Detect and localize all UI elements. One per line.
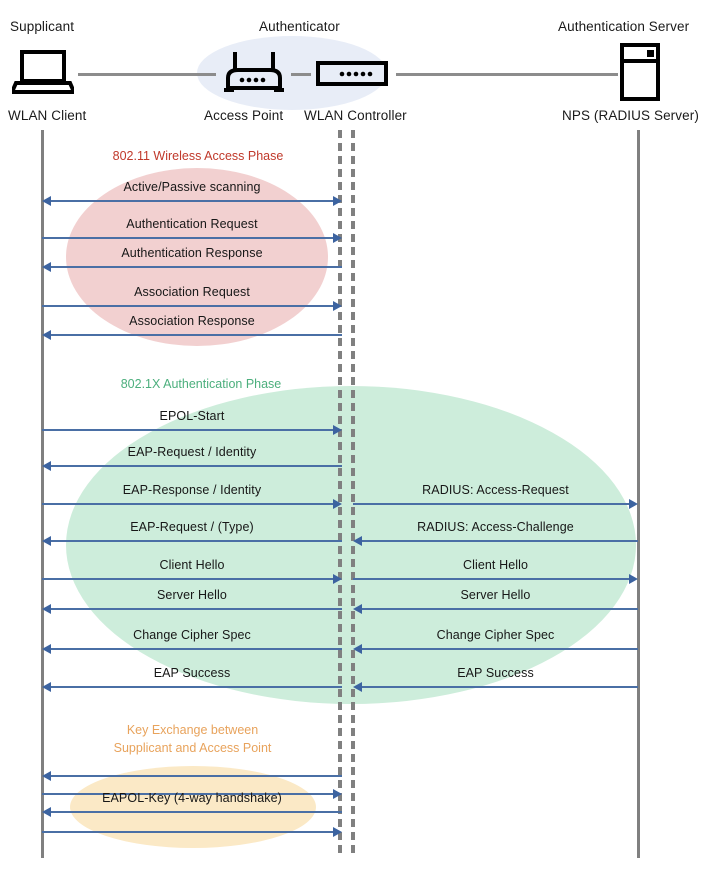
message-arrow-line (361, 540, 638, 542)
message-label: EAP-Response / Identity (122, 483, 262, 497)
message-label: Server Hello (157, 588, 227, 602)
message-label: Change Cipher Spec (436, 628, 555, 642)
phase-label-line: 802.11 Wireless Access Phase (112, 149, 284, 163)
message-arrowhead-right (333, 574, 342, 584)
message-arrow-line (50, 334, 342, 336)
message-label: EAP-Request / (Type) (130, 520, 254, 534)
message-label: RADIUS: Access-Challenge (417, 520, 574, 534)
message-label: Authentication Response (121, 246, 263, 260)
message-arrow-line (361, 648, 638, 650)
lifeline-authenticator-ap (338, 130, 342, 858)
message-label: EAP Success (153, 666, 231, 680)
message-arrow-line (50, 775, 342, 777)
message-arrow-line (42, 578, 334, 580)
actor-device-wlan-controller: WLAN Controller (304, 108, 407, 123)
message-arrow-line (353, 503, 630, 505)
message-arrow-line (50, 608, 342, 610)
phase-ellipse-key-exchange (70, 766, 316, 848)
message-arrow-line (50, 465, 342, 467)
message-label: EAPOL-Key (4-way handshake) (102, 791, 282, 805)
message-arrow-line (42, 831, 334, 833)
wireless-access-point-icon (216, 50, 292, 94)
message-arrowhead-left (42, 771, 51, 781)
actor-device-nps-radius-server: NPS (RADIUS Server) (562, 108, 699, 123)
message-arrowhead-left (42, 807, 51, 817)
wire-ap-to-controller (291, 73, 311, 76)
server-rack-icon (619, 43, 661, 101)
message-arrowhead-left (353, 604, 362, 614)
actor-device-wlan-client: WLAN Client (8, 108, 87, 123)
message-arrow-line (50, 811, 342, 813)
actor-role-supplicant: Supplicant (10, 19, 75, 34)
phase-label-key-exchange: Key Exchange between Supplicant and Acce… (85, 721, 300, 757)
message-arrowhead-right (629, 574, 638, 584)
actor-device-access-point: Access Point (204, 108, 284, 123)
message-arrowhead-right (333, 196, 342, 206)
message-arrowhead-right (629, 499, 638, 509)
message-arrow-line (50, 266, 342, 268)
message-arrowhead-right (333, 301, 342, 311)
message-label: Association Response (129, 314, 255, 328)
message-label: Client Hello (462, 558, 529, 572)
message-arrowhead-left (42, 461, 51, 471)
message-label: RADIUS: Access-Request (422, 483, 569, 497)
message-arrow-line (42, 237, 334, 239)
wire-client-to-ap (78, 73, 216, 76)
message-arrowhead-left (42, 682, 51, 692)
phase-label-line: Key Exchange between (126, 723, 259, 737)
message-arrow-line (353, 578, 630, 580)
message-label: Active/Passive scanning (123, 180, 261, 194)
message-arrowhead-right (333, 233, 342, 243)
message-arrowhead-left (42, 262, 51, 272)
message-arrowhead-left (353, 536, 362, 546)
laptop-icon (8, 50, 78, 94)
message-arrow-line (361, 608, 638, 610)
message-arrowhead-right (333, 789, 342, 799)
phase-ellipse-wireless-access (66, 168, 328, 346)
message-arrow-line (50, 200, 334, 202)
message-arrow-line (50, 540, 342, 542)
phase-label-wireless-access: 802.11 Wireless Access Phase (88, 147, 308, 165)
actor-role-auth-server: Authentication Server (558, 19, 690, 34)
phase-label-line: 802.1X Authentication Phase (120, 377, 282, 391)
message-arrowhead-right (333, 425, 342, 435)
message-arrow-line (42, 793, 334, 795)
message-label: Change Cipher Spec (133, 628, 251, 642)
message-arrow-line (42, 429, 334, 431)
lifeline-supplicant (41, 130, 44, 858)
message-label: EAP Success (457, 666, 534, 680)
message-arrowhead-left (353, 644, 362, 654)
message-arrowhead-left (42, 604, 51, 614)
wire-controller-to-server (396, 73, 618, 76)
message-arrow-line (50, 686, 342, 688)
message-label: EAP-Request / Identity (127, 445, 257, 459)
lifeline-auth-server (637, 130, 640, 858)
message-arrow-line (42, 503, 334, 505)
phase-label-dot1x-auth: 802.1X Authentication Phase (96, 375, 306, 393)
message-arrowhead-left (42, 196, 51, 206)
message-arrowhead-right (333, 827, 342, 837)
wlan-controller-icon (316, 60, 388, 88)
message-arrowhead-left (42, 644, 51, 654)
actor-role-authenticator: Authenticator (259, 19, 340, 34)
lifeline-authenticator-controller (351, 130, 355, 858)
phase-label-line: Supplicant and Access Point (113, 741, 272, 755)
message-arrowhead-left (42, 330, 51, 340)
message-label: EPOL-Start (159, 409, 225, 423)
message-arrowhead-left (42, 536, 51, 546)
message-arrowhead-left (353, 682, 362, 692)
message-label: Association Request (134, 285, 250, 299)
message-arrow-line (50, 648, 342, 650)
message-arrow-line (361, 686, 638, 688)
message-arrow-line (42, 305, 334, 307)
message-label: Server Hello (460, 588, 531, 602)
message-arrowhead-right (333, 499, 342, 509)
message-label: Authentication Request (126, 217, 258, 231)
message-label: Client Hello (159, 558, 225, 572)
